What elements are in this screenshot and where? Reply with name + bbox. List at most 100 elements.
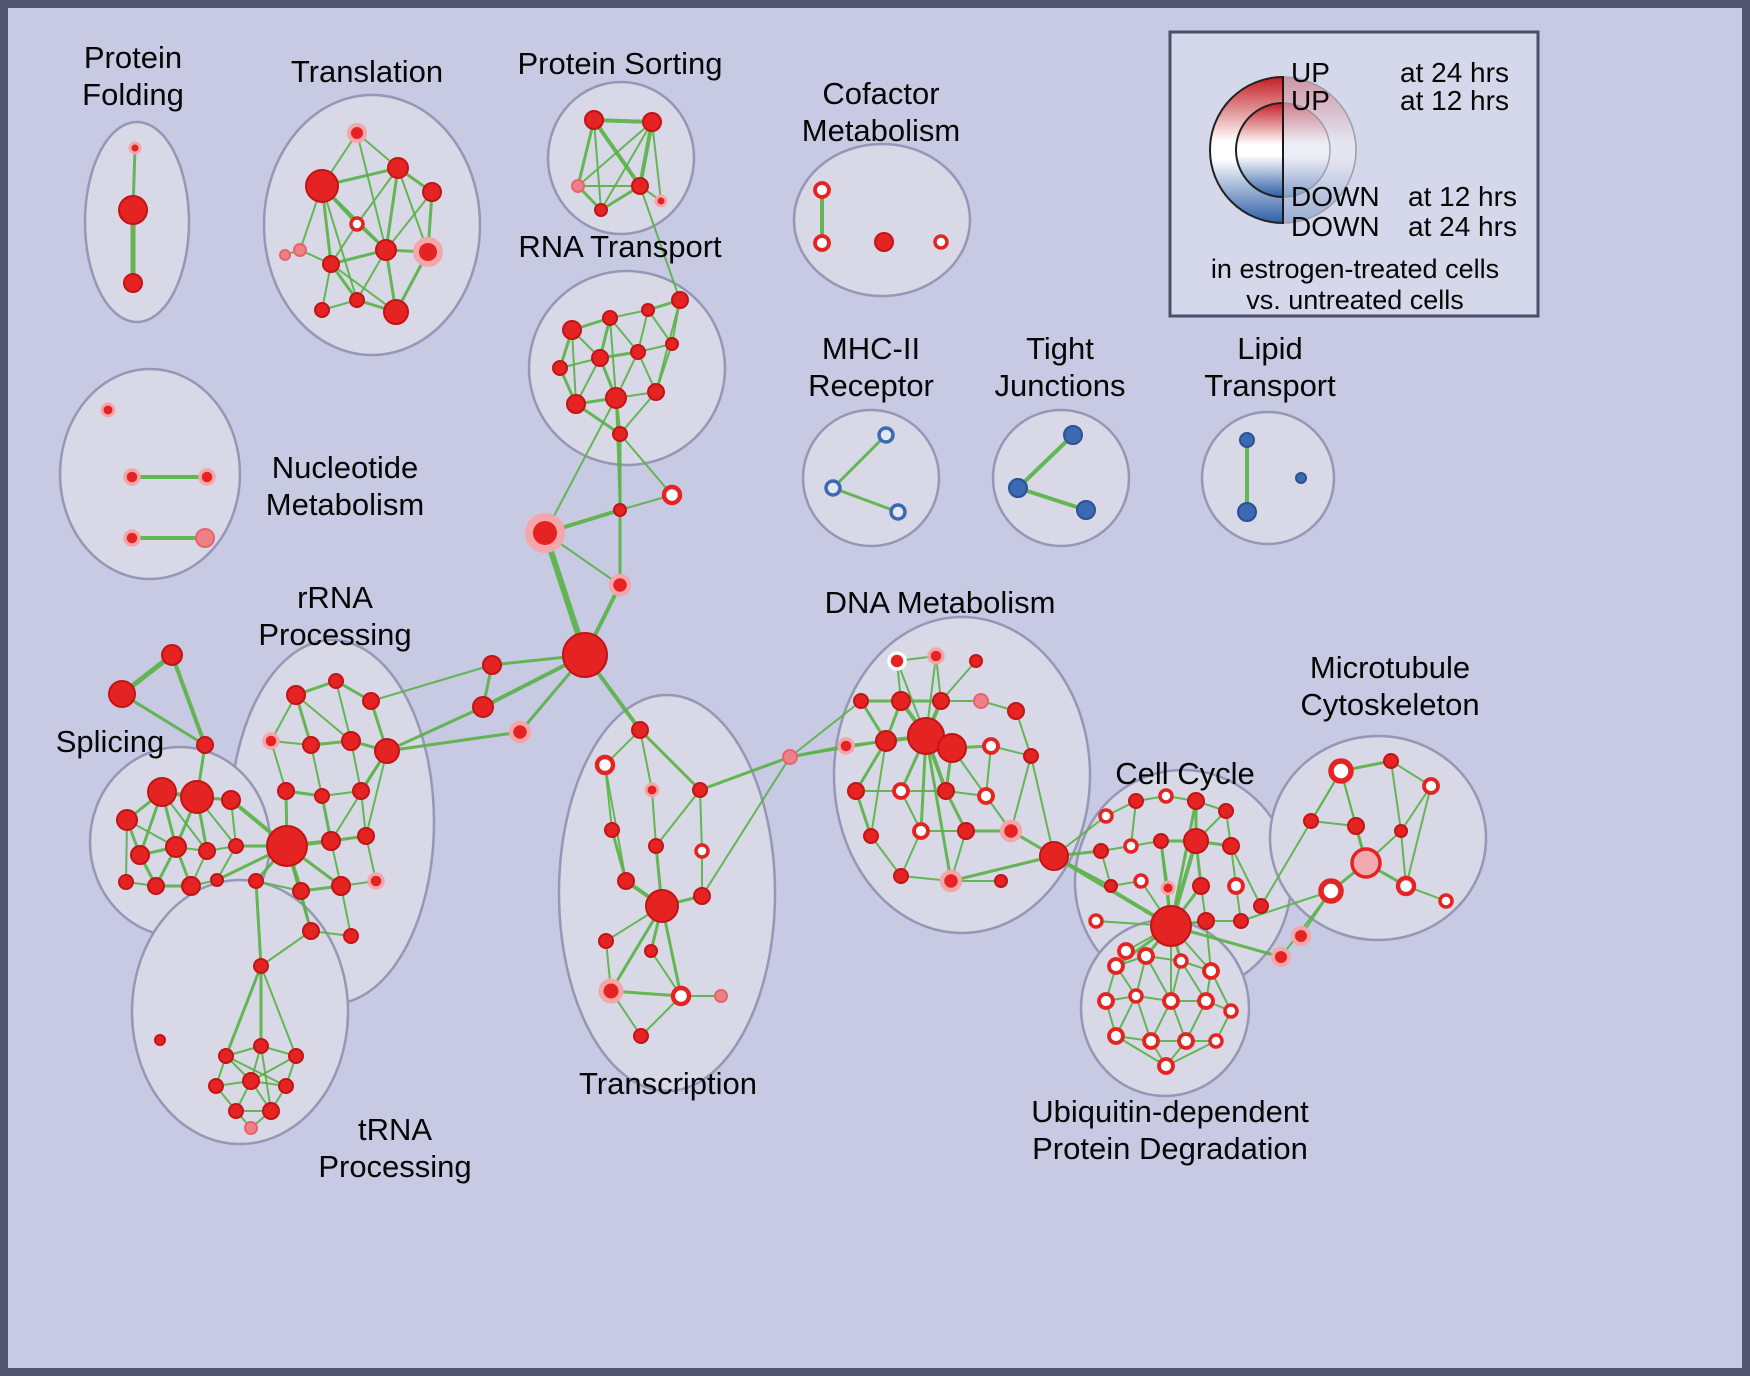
network-node[interactable] [671, 291, 689, 309]
network-node[interactable] [1383, 753, 1399, 769]
network-node[interactable] [1192, 877, 1210, 895]
network-node[interactable] [123, 273, 143, 293]
network-node[interactable] [218, 1048, 234, 1064]
network-node[interactable] [641, 303, 655, 317]
network-node[interactable] [181, 876, 201, 896]
network-node[interactable] [891, 691, 911, 711]
network-node[interactable] [1222, 837, 1240, 855]
network-node[interactable] [525, 513, 565, 553]
network-node[interactable] [1076, 500, 1096, 520]
network-node[interactable] [357, 827, 375, 845]
network-node[interactable] [645, 889, 679, 923]
network-node[interactable] [248, 873, 264, 889]
network-node[interactable] [566, 394, 586, 414]
network-node[interactable] [362, 692, 380, 710]
network-node[interactable] [165, 836, 187, 858]
network-node[interactable] [847, 782, 865, 800]
network-node[interactable] [208, 1078, 224, 1094]
network-node[interactable] [937, 782, 955, 800]
network-node[interactable] [302, 736, 320, 754]
network-node[interactable] [116, 809, 138, 831]
network-node[interactable] [824, 479, 842, 497]
network-node[interactable] [147, 777, 177, 807]
network-node[interactable] [977, 787, 995, 805]
network-node[interactable] [1438, 893, 1454, 909]
network-node[interactable] [1394, 824, 1408, 838]
network-node[interactable] [228, 838, 244, 854]
network-node[interactable] [932, 692, 950, 710]
network-node[interactable] [813, 234, 831, 252]
network-node[interactable] [661, 484, 683, 506]
network-node[interactable] [1350, 847, 1382, 879]
network-node[interactable] [1303, 813, 1319, 829]
network-node[interactable] [927, 647, 945, 665]
network-node[interactable] [1328, 758, 1354, 784]
network-node[interactable] [1123, 838, 1139, 854]
network-node[interactable] [266, 825, 308, 867]
network-node[interactable] [608, 573, 632, 597]
network-node[interactable] [422, 182, 442, 202]
network-node[interactable] [128, 141, 142, 155]
network-node[interactable] [1173, 953, 1189, 969]
network-node[interactable] [939, 869, 963, 893]
network-node[interactable] [374, 738, 400, 764]
network-node[interactable] [1271, 947, 1291, 967]
network-node[interactable] [1104, 879, 1118, 893]
network-node[interactable] [1150, 905, 1192, 947]
network-node[interactable] [472, 696, 494, 718]
network-node[interactable] [973, 693, 989, 709]
network-node[interactable] [1318, 878, 1344, 904]
network-node[interactable] [1202, 962, 1220, 980]
network-node[interactable] [1093, 843, 1109, 859]
network-node[interactable] [242, 1072, 260, 1090]
network-node[interactable] [693, 887, 711, 905]
network-node[interactable] [863, 828, 879, 844]
network-node[interactable] [1128, 793, 1144, 809]
network-node[interactable] [1157, 1057, 1175, 1075]
network-node[interactable] [644, 782, 660, 798]
network-node[interactable] [631, 721, 649, 739]
network-node[interactable] [594, 754, 616, 776]
network-node[interactable] [584, 110, 604, 130]
network-node[interactable] [937, 733, 967, 763]
network-node[interactable] [630, 344, 646, 360]
network-node[interactable] [347, 123, 367, 143]
network-node[interactable] [893, 868, 909, 884]
network-node[interactable] [244, 1121, 258, 1135]
network-node[interactable] [349, 216, 365, 232]
network-node[interactable] [612, 426, 628, 442]
network-node[interactable] [262, 1102, 280, 1120]
network-node[interactable] [813, 181, 831, 199]
network-node[interactable] [1183, 828, 1209, 854]
network-node[interactable] [647, 383, 665, 401]
network-node[interactable] [1117, 942, 1135, 960]
network-node[interactable] [253, 1038, 269, 1054]
network-node[interactable] [482, 655, 502, 675]
network-node[interactable] [1162, 992, 1180, 1010]
network-node[interactable] [1160, 880, 1176, 896]
network-node[interactable] [782, 749, 798, 765]
network-node[interactable] [617, 872, 635, 890]
network-node[interactable] [161, 644, 183, 666]
network-node[interactable] [957, 822, 975, 840]
network-node[interactable] [123, 529, 141, 547]
network-node[interactable] [892, 782, 910, 800]
network-node[interactable] [1177, 1032, 1195, 1050]
network-node[interactable] [1097, 992, 1115, 1010]
network-node[interactable] [331, 876, 351, 896]
network-node[interactable] [387, 157, 409, 179]
network-node[interactable] [994, 874, 1008, 888]
network-node[interactable] [571, 179, 585, 193]
network-node[interactable] [1239, 432, 1255, 448]
network-node[interactable] [692, 782, 708, 798]
network-node[interactable] [228, 1103, 244, 1119]
network-node[interactable] [130, 845, 150, 865]
network-node[interactable] [665, 337, 679, 351]
network-node[interactable] [253, 958, 269, 974]
network-node[interactable] [613, 503, 627, 517]
network-node[interactable] [1223, 1003, 1239, 1019]
network-node[interactable] [1007, 702, 1025, 720]
network-node[interactable] [180, 780, 214, 814]
network-node[interactable] [279, 249, 291, 261]
network-node[interactable] [314, 788, 330, 804]
